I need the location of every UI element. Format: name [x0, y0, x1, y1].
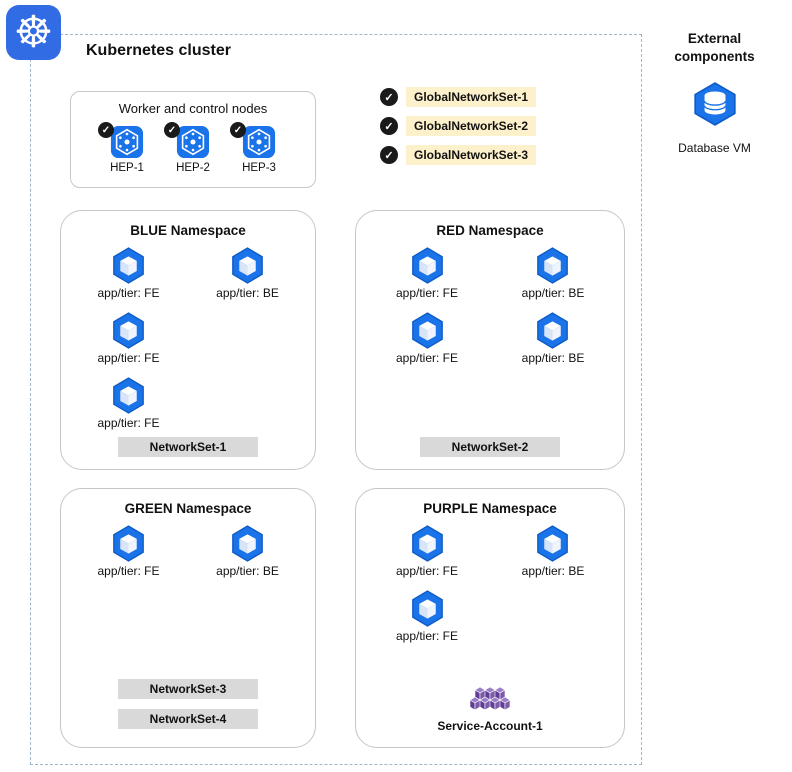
pods-grid: app/tier: FE app/tier: BE	[69, 525, 307, 590]
pod-icon	[411, 525, 444, 562]
check-icon: ✓	[98, 122, 114, 138]
namespace-footer: NetworkSet-1	[61, 437, 315, 457]
pod-label: app/tier: FE	[395, 351, 459, 365]
pod-label: app/tier: FE	[395, 564, 459, 578]
namespace-footer: NetworkSet-2	[356, 437, 624, 457]
namespace-title: RED Namespace	[436, 223, 544, 238]
pod: app/tier: FE	[97, 247, 160, 300]
node-icon	[242, 125, 276, 159]
namespace-red: RED Namespace app/tier: FE app/tier: BE …	[355, 210, 625, 470]
pod: app/tier: FE	[396, 525, 458, 578]
pod-label: app/tier: FE	[97, 286, 160, 300]
pod-icon	[536, 525, 569, 562]
pod: app/tier: BE	[521, 525, 585, 578]
pod: app/tier: FE	[97, 377, 160, 430]
pod-icon	[112, 377, 145, 414]
pod-label: app/tier: BE	[521, 286, 585, 300]
nodes-row: ✓ HEP-1 ✓ HEP-2 ✓ HEP-3	[71, 122, 315, 174]
pod-label: app/tier: BE	[216, 564, 279, 578]
pod-label: app/tier: BE	[521, 351, 585, 365]
global-network-set-list: ✓ GlobalNetworkSet-1 ✓ GlobalNetworkSet-…	[380, 87, 537, 165]
pod-label: app/tier: FE	[395, 286, 459, 300]
pod-label: app/tier: FE	[97, 416, 160, 430]
global-network-set-row: ✓ GlobalNetworkSet-1	[380, 87, 537, 107]
pods-grid: app/tier: FE app/tier: BE app/tier: FE a…	[69, 247, 307, 442]
cluster-title: Kubernetes cluster	[86, 42, 231, 59]
node-hep-3: ✓ HEP-3	[230, 122, 276, 174]
pod-label: app/tier: BE	[216, 286, 279, 300]
pod: app/tier: FE	[396, 247, 458, 300]
database-hexagon-icon	[692, 81, 738, 127]
node-icon	[176, 125, 210, 159]
network-set-label: NetworkSet-1	[118, 437, 258, 457]
global-network-set-label: GlobalNetworkSet-2	[406, 116, 537, 136]
node-label: HEP-2	[176, 162, 210, 174]
pod: app/tier: FE	[396, 312, 458, 365]
external-components-panel: External components Database VM	[657, 30, 772, 155]
pod: app/tier: BE	[216, 247, 279, 300]
namespace-title: GREEN Namespace	[124, 501, 252, 516]
network-set-label: NetworkSet-3	[118, 679, 258, 699]
namespace-title: PURPLE Namespace	[423, 501, 557, 516]
database-vm-label: Database VM	[678, 141, 751, 156]
nodes-panel-title: Worker and control nodes	[118, 101, 268, 116]
namespace-purple: PURPLE Namespace app/tier: FE app/tier: …	[355, 488, 625, 748]
check-icon: ✓	[380, 88, 398, 106]
namespace-blue: BLUE Namespace app/tier: FE app/tier: BE…	[60, 210, 316, 470]
namespace-footer: NetworkSet-3 NetworkSet-4	[61, 679, 315, 729]
node-icon	[110, 125, 144, 159]
pod: app/tier: FE	[97, 525, 160, 578]
pod: app/tier: FE	[97, 312, 160, 365]
namespace-green: GREEN Namespace app/tier: FE app/tier: B…	[60, 488, 316, 748]
pod-icon	[411, 247, 444, 284]
network-set-label: NetworkSet-2	[420, 437, 560, 457]
global-network-set-row: ✓ GlobalNetworkSet-2	[380, 116, 537, 136]
helm-wheel-icon: ☸	[13, 7, 54, 57]
pod: app/tier: BE	[216, 525, 279, 578]
pod: app/tier: BE	[521, 247, 585, 300]
pods-grid: app/tier: FE app/tier: BE app/tier: FE	[364, 525, 616, 655]
global-network-set-label: GlobalNetworkSet-1	[406, 87, 537, 107]
pod-icon	[112, 525, 145, 562]
pod-icon	[112, 312, 145, 349]
pod-icon	[536, 247, 569, 284]
pod-label: app/tier: FE	[395, 629, 459, 643]
pod: app/tier: FE	[396, 590, 458, 643]
namespace-title: BLUE Namespace	[130, 223, 246, 238]
pod-label: app/tier: FE	[97, 351, 160, 365]
network-set-label: NetworkSet-4	[118, 709, 258, 729]
pod-icon	[536, 312, 569, 349]
database-vm-icon	[692, 81, 738, 132]
check-icon: ✓	[164, 122, 180, 138]
pod-icon	[112, 247, 145, 284]
node-label: HEP-3	[242, 162, 276, 174]
pod: app/tier: BE	[521, 312, 585, 365]
kubernetes-logo-icon: ☸	[6, 5, 61, 60]
pod-icon	[231, 525, 264, 562]
node-label: HEP-1	[110, 162, 144, 174]
pod-icon	[411, 312, 444, 349]
check-icon: ✓	[230, 122, 246, 138]
pod-icon	[231, 247, 264, 284]
global-network-set-label: GlobalNetworkSet-3	[406, 145, 537, 165]
pods-grid: app/tier: FE app/tier: BE app/tier: FE a…	[364, 247, 616, 377]
global-network-set-row: ✓ GlobalNetworkSet-3	[380, 145, 537, 165]
node-hep-2: ✓ HEP-2	[164, 122, 210, 174]
service-account-label: Service-Account-1	[437, 719, 543, 733]
check-icon: ✓	[380, 117, 398, 135]
pod-icon	[411, 590, 444, 627]
service-account-icon	[467, 686, 513, 714]
check-icon: ✓	[380, 146, 398, 164]
external-components-title: External components	[674, 31, 755, 64]
node-hep-1: ✓ HEP-1	[98, 122, 144, 174]
pod-label: app/tier: FE	[97, 564, 160, 578]
service-account-block: Service-Account-1	[356, 686, 624, 733]
worker-control-nodes-panel: Worker and control nodes ✓ HEP-1 ✓ HEP-2…	[70, 91, 316, 188]
pod-label: app/tier: BE	[521, 564, 585, 578]
